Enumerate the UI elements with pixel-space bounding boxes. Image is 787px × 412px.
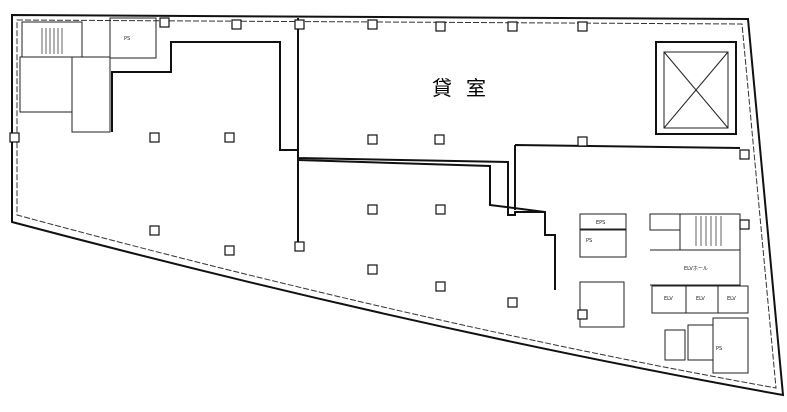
small-room-core <box>649 213 681 231</box>
ps-core-label: PS <box>586 238 592 244</box>
ps-core-room <box>579 229 627 258</box>
elv-hall-boundary <box>650 249 741 286</box>
elv-hall-label: ELVホール <box>684 266 708 272</box>
elv1-label: ELV <box>664 296 673 302</box>
void-inner <box>663 51 729 129</box>
tenant-left-boundary <box>111 41 299 248</box>
ps-top-label: PS <box>124 36 130 42</box>
stair-left <box>21 21 83 58</box>
void-area <box>655 41 737 135</box>
tenant-middle-boundary <box>297 159 556 290</box>
tenant-main-boundary <box>297 18 545 216</box>
stair-treads-right <box>695 216 722 246</box>
columns <box>9 17 750 320</box>
eps-room <box>579 213 627 230</box>
stair-right <box>679 213 741 251</box>
void-cross-2 <box>663 51 729 129</box>
outer-wall-inner <box>16 19 777 389</box>
stair-treads-left <box>41 28 63 54</box>
room-left-small <box>19 56 73 113</box>
eps-label: EPS <box>596 220 605 226</box>
wc-2 <box>687 324 714 361</box>
elv2-label: ELV <box>696 296 705 302</box>
tenant-right-boundary <box>514 144 741 210</box>
ps-wc-label: PS <box>716 346 722 352</box>
elevator-3 <box>717 285 749 314</box>
ps-room-top <box>109 17 157 59</box>
room-core-left <box>579 281 625 328</box>
outer-wall <box>11 13 785 397</box>
wc-1 <box>664 329 686 361</box>
corridor-left <box>71 56 111 133</box>
elv3-label: ELV <box>727 296 736 302</box>
wc-3 <box>712 317 749 374</box>
room-label-main: 貸室 <box>432 76 500 100</box>
